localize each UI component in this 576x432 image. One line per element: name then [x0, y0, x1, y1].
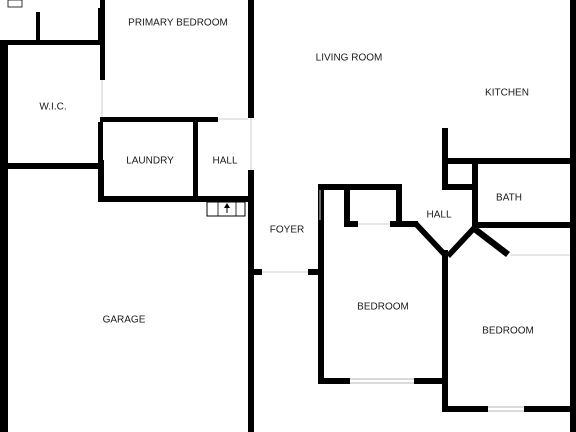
- wall-bath-diagonal: [472, 226, 510, 257]
- wall-kitchen-stub: [442, 128, 448, 190]
- wall-bedroom-right-bottom-left: [444, 406, 488, 412]
- label-bedroom-right: BEDROOM: [482, 326, 534, 337]
- wall-bedroom-center-top-left: [318, 184, 398, 190]
- label-garage: GARAGE: [103, 315, 146, 326]
- up-arrow-icon: [224, 203, 230, 208]
- wall-closet-bottom-right: [390, 221, 418, 227]
- wall-foyer-bottom-right: [308, 269, 324, 275]
- step-arrow: [206, 201, 246, 217]
- wall-hall-center-left: [396, 184, 402, 227]
- wall-bedroom-center-right: [442, 250, 448, 412]
- label-bedroom-center: BEDROOM: [357, 302, 409, 313]
- wall-wic-bottom: [0, 163, 104, 169]
- room-labels: PRIMARY BEDROOM LIVING ROOM KITCHEN W.I.…: [39, 18, 533, 337]
- wall-laundry-top: [100, 117, 218, 122]
- label-hall-center: HALL: [426, 210, 451, 221]
- label-wic: W.I.C.: [39, 102, 66, 113]
- wall-wic-right: [98, 122, 103, 170]
- wall-laundry-left: [98, 160, 104, 202]
- wall-bedroom-center-left: [318, 184, 324, 384]
- label-hall-left: HALL: [212, 156, 237, 167]
- wall-laundry-bottom: [98, 196, 254, 202]
- wall-wic-top: [0, 40, 104, 45]
- wall-closet-divider: [344, 186, 350, 226]
- label-living-room: LIVING ROOM: [316, 53, 383, 64]
- wall-hall-diagonal-right: [446, 224, 478, 258]
- label-laundry: LAUNDRY: [126, 156, 174, 167]
- top-tag: [7, 0, 23, 8]
- wall-kitchen-bottom: [446, 158, 576, 164]
- wall-foyer-bottom-left: [248, 269, 262, 275]
- wall-bath-bottom: [476, 222, 576, 228]
- wall-bedroom-center-bottom-left: [318, 378, 350, 384]
- wall-bedroom-right-bottom-right: [524, 406, 576, 412]
- label-bath: BATH: [496, 193, 522, 204]
- wall-bedroom-center-bottom-right: [414, 378, 448, 384]
- step-box: [206, 201, 246, 217]
- wall-hall-right-upper: [248, 0, 254, 118]
- wall-bath-left: [472, 160, 478, 228]
- wall-hall-right-lower: [248, 170, 254, 432]
- label-kitchen: KITCHEN: [485, 88, 529, 99]
- wall-laundry-hall-divider: [193, 120, 198, 200]
- openings: [101, 80, 570, 412]
- wall-hall-center-top: [446, 184, 476, 190]
- wall-closet-bottom: [344, 221, 358, 227]
- wall-top-stub-1: [36, 12, 40, 42]
- label-foyer: FOYER: [270, 225, 304, 236]
- wall-hall-diagonal-left: [414, 222, 448, 258]
- wall-left-outer: [0, 40, 8, 432]
- wall-right-outer: [570, 0, 576, 432]
- wall-primary-left: [100, 0, 105, 80]
- label-primary-bedroom: PRIMARY BEDROOM: [128, 18, 228, 29]
